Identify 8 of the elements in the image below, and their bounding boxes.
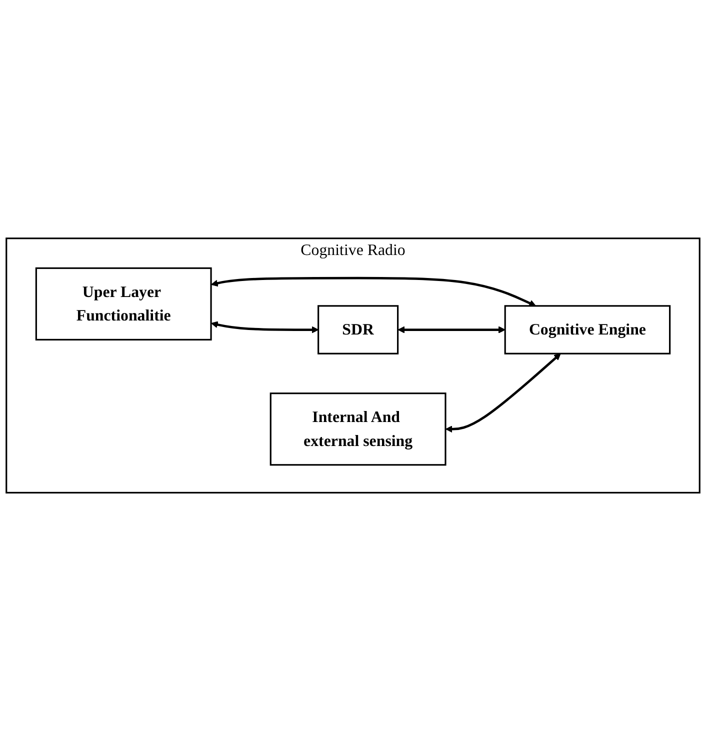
node-box: Uper Layer Functionalitie [35, 267, 212, 340]
node-box: SDR [318, 305, 399, 354]
arrow [211, 276, 536, 306]
arrow [446, 353, 561, 433]
arrow [211, 321, 319, 334]
node-box: Cognitive Engine [504, 305, 671, 354]
node-box: Internal And external sensing [270, 392, 446, 466]
arrow [398, 326, 506, 334]
